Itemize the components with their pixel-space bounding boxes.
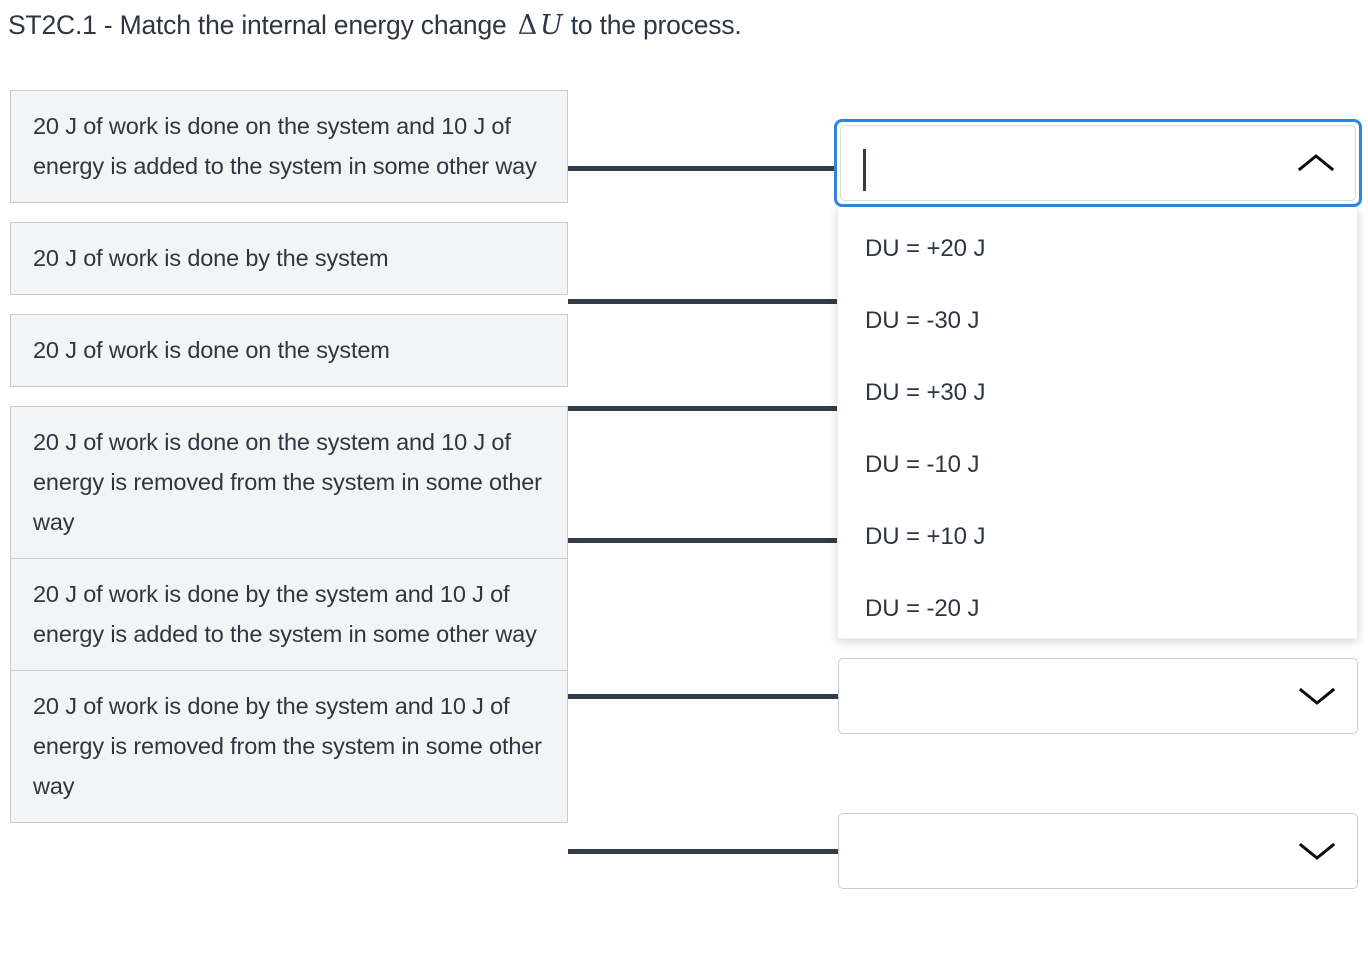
- prompt-list: 20 J of work is done on the system and 1…: [10, 90, 568, 823]
- prompt-item-6[interactable]: 20 J of work is done by the system and 1…: [10, 670, 568, 823]
- prompt-item-5[interactable]: 20 J of work is done by the system and 1…: [10, 558, 568, 670]
- dropdown-option-2[interactable]: DU = -30 J: [865, 307, 980, 334]
- dropdown-option-5[interactable]: DU = +10 J: [865, 523, 986, 550]
- dropdown-option-3[interactable]: DU = +30 J: [865, 379, 986, 406]
- chevron-down-icon[interactable]: [1297, 685, 1337, 707]
- answer-dropdown-5-value: [863, 659, 1287, 733]
- dropdown-option-6[interactable]: DU = -20 J: [865, 595, 980, 622]
- page-title: ST2C.1 - Match the internal energy chang…: [8, 8, 1348, 43]
- dropdown-options-panel: DU = +20 J DU = -30 J DU = +30 J DU = -1…: [837, 207, 1358, 639]
- dropdown-option-4[interactable]: DU = -10 J: [865, 451, 980, 478]
- prompt-item-4[interactable]: 20 J of work is done on the system and 1…: [10, 406, 568, 558]
- chevron-up-icon[interactable]: [1296, 152, 1336, 174]
- answer-dropdown-1[interactable]: [834, 119, 1362, 207]
- connector-line-3: [568, 406, 838, 411]
- prompt-item-2[interactable]: 20 J of work is done by the system: [10, 222, 568, 295]
- connector-line-5: [568, 694, 838, 699]
- dropdown-option-1[interactable]: DU = +20 J: [865, 235, 986, 262]
- answer-dropdown-1-field[interactable]: [840, 125, 1356, 201]
- prompt-item-3[interactable]: 20 J of work is done on the system: [10, 314, 568, 387]
- connector-line-1: [568, 166, 838, 171]
- text-caret: [863, 149, 866, 191]
- internal-energy-variable: U: [540, 10, 563, 41]
- delta-symbol: Δ: [517, 10, 538, 41]
- prompt-item-1[interactable]: 20 J of work is done on the system and 1…: [10, 90, 568, 203]
- connector-line-2: [568, 299, 838, 304]
- answer-dropdown-6[interactable]: [838, 813, 1358, 889]
- chevron-down-icon[interactable]: [1297, 840, 1337, 862]
- answer-dropdown-5[interactable]: [838, 658, 1358, 734]
- question-title-suffix: to the process.: [563, 10, 742, 40]
- answer-dropdown-1-value: [863, 122, 1289, 204]
- question-title-prefix: ST2C.1 - Match the internal energy chang…: [8, 10, 514, 40]
- connector-line-4: [568, 538, 838, 543]
- connector-line-6: [568, 849, 838, 854]
- answer-dropdown-6-value: [863, 814, 1287, 888]
